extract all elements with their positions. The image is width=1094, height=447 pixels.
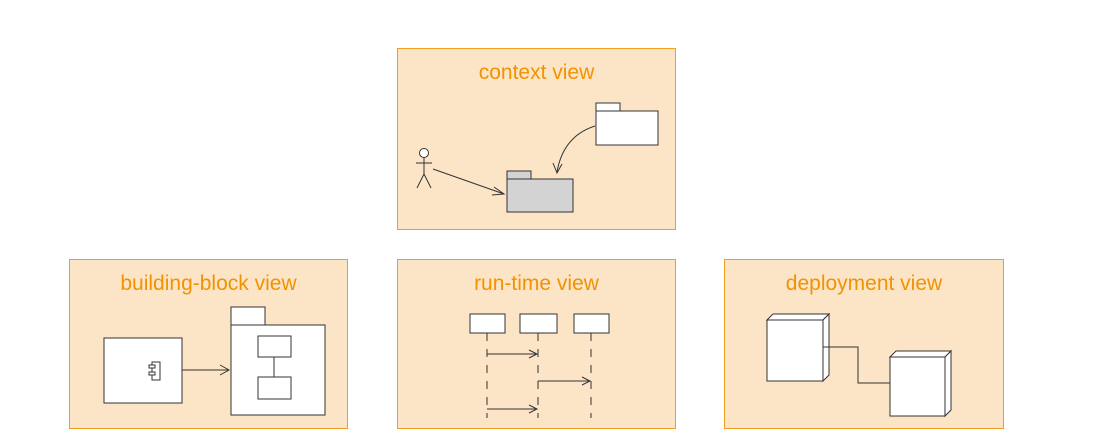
external-to-system-arrow [552, 125, 596, 175]
context-view-title: context view [478, 61, 595, 84]
node-connection [823, 346, 890, 384]
deployment-view-panel: deployment view [724, 259, 1004, 429]
deployment-view-title: deployment view [785, 272, 943, 295]
component-to-package-arrow [182, 364, 231, 376]
message-3-arrow [487, 404, 539, 414]
component-box [103, 337, 183, 404]
lifeline-head-2 [519, 313, 558, 334]
context-diagram [416, 102, 659, 213]
building-block-view-title: building-block view [120, 272, 297, 295]
external-system-package-icon [595, 102, 659, 146]
context-view-panel: context view [397, 48, 676, 230]
inner-block-bottom [257, 376, 292, 400]
system-package-icon [506, 170, 574, 213]
component-icon [148, 361, 161, 381]
lifeline-head-1 [469, 313, 506, 334]
run-time-view-title: run-time view [474, 272, 599, 295]
building-block-diagram [103, 306, 326, 416]
building-block-view-panel: building-block view [69, 259, 348, 429]
run-time-view-panel: run-time view [397, 259, 676, 429]
deployment-diagram [765, 312, 953, 418]
inner-block-top [257, 335, 292, 358]
actor-to-system-arrow [432, 168, 506, 196]
node-2-icon [888, 349, 953, 418]
message-1-arrow [487, 349, 539, 359]
node-1-icon [765, 312, 831, 383]
sequence-diagram [469, 313, 610, 418]
message-2-arrow [538, 376, 592, 386]
lifeline-head-3 [573, 313, 610, 334]
actor-icon [416, 148, 432, 189]
